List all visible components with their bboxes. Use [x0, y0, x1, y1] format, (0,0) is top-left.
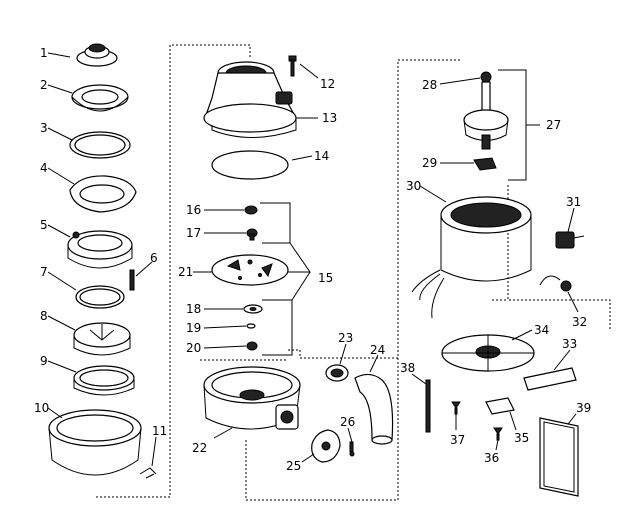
part-10-sound-shield [48, 409, 142, 476]
part-12-screw [288, 55, 297, 77]
part-38-wire [425, 379, 431, 433]
label-24: 24 [370, 343, 385, 357]
label-9: 9 [40, 354, 48, 368]
part-16-cap [244, 205, 258, 215]
part-5-mounting-ring [67, 230, 133, 269]
label-34: 34 [534, 323, 549, 337]
label-19: 19 [186, 321, 201, 335]
part-6-screw [129, 269, 135, 291]
label-30: 30 [406, 179, 421, 193]
part-26-screw [349, 441, 355, 457]
label-38: 38 [400, 361, 415, 375]
part-18-washer [243, 304, 263, 314]
label-27: 27 [546, 118, 561, 132]
label-8: 8 [40, 309, 48, 323]
part-2-flange [71, 84, 129, 112]
part-11-clip [139, 467, 157, 479]
part-23-gasket [325, 364, 349, 382]
label-13: 13 [322, 111, 337, 125]
label-33: 33 [562, 337, 577, 351]
label-16: 16 [186, 203, 201, 217]
part-labels: 1 2 3 4 5 6 7 8 9 10 11 12 13 14 15 16 1… [34, 46, 591, 473]
part-22-grinding-chamber [203, 366, 301, 430]
part-35-clip [485, 397, 515, 415]
label-23: 23 [338, 331, 353, 345]
group-boundary-right [492, 185, 611, 330]
leader-lines [47, 52, 579, 467]
part-30-motor-housing [411, 196, 532, 319]
label-15: 15 [318, 271, 333, 285]
label-26: 26 [340, 415, 355, 429]
part-1-stopper [76, 43, 118, 67]
label-21: 21 [178, 265, 193, 279]
part-31-switch [555, 231, 585, 249]
part-4-backup-ring [69, 175, 137, 213]
part-27-rotor [463, 81, 509, 150]
part-17-nut [246, 228, 258, 241]
label-3: 3 [40, 121, 48, 135]
label-37: 37 [450, 433, 465, 447]
label-11: 11 [152, 424, 167, 438]
part-21-plate [211, 254, 289, 286]
label-31: 31 [566, 195, 581, 209]
group-boundary-bottom [245, 358, 399, 501]
part-20-bolt [246, 341, 258, 351]
label-10: 10 [34, 401, 49, 415]
label-39: 39 [576, 401, 591, 415]
label-20: 20 [186, 341, 201, 355]
part-24-discharge-tube [354, 373, 394, 445]
label-1: 1 [40, 46, 48, 60]
label-32: 32 [572, 315, 587, 329]
part-19-ring [246, 323, 256, 329]
label-2: 2 [40, 78, 48, 92]
part-37-screw [451, 401, 461, 415]
part-13-hopper [203, 61, 297, 138]
part-8-baffle [73, 322, 131, 356]
part-9-ring [73, 365, 135, 396]
group-boundary-middle [200, 59, 460, 361]
part-32-grommet [539, 275, 572, 292]
label-4: 4 [40, 161, 48, 175]
label-14: 14 [314, 149, 329, 163]
part-39-manual [539, 417, 579, 497]
label-12: 12 [320, 77, 335, 91]
label-6: 6 [150, 251, 158, 265]
part-28-cap [480, 71, 492, 83]
label-22: 22 [192, 441, 207, 455]
label-18: 18 [186, 302, 201, 316]
part-34-end-bell [441, 334, 535, 372]
part-29-clip [473, 157, 497, 171]
label-7: 7 [40, 265, 48, 279]
part-7-snap-ring [75, 285, 125, 309]
part-3-gasket [69, 131, 131, 159]
label-17: 17 [186, 226, 201, 240]
label-36: 36 [484, 451, 499, 465]
group-boundary-left [96, 44, 251, 498]
label-28: 28 [422, 78, 437, 92]
label-29: 29 [422, 156, 437, 170]
part-25-flange [311, 429, 341, 463]
label-35: 35 [514, 431, 529, 445]
part-36-screw [493, 427, 503, 441]
part-33-cover-plate [523, 367, 577, 391]
label-25: 25 [286, 459, 301, 473]
part-14-gasket [211, 150, 289, 180]
label-5: 5 [40, 218, 48, 232]
